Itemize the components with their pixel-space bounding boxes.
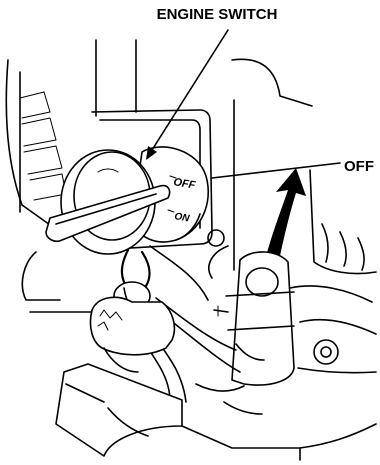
primer-bulb-assembly xyxy=(90,282,174,372)
engine-switch-leader xyxy=(146,30,228,160)
off-callout-label: OFF xyxy=(344,158,374,175)
engine-base-plate xyxy=(56,364,376,460)
engine-switch-callout-label: ENGINE SWITCH xyxy=(157,6,278,23)
fuel-cup xyxy=(214,252,294,385)
